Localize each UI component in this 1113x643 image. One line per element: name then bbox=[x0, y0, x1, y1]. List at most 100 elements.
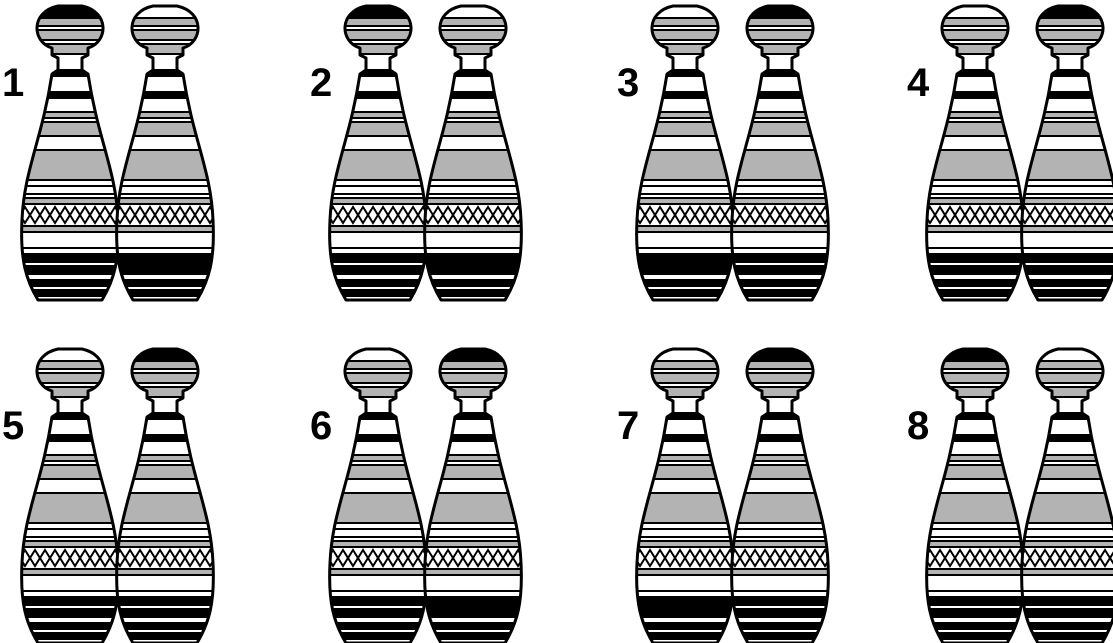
chromosome-pair-7: 7 bbox=[617, 343, 845, 643]
head-band bbox=[720, 44, 840, 54]
lower-band bbox=[318, 256, 438, 262]
lower-band bbox=[413, 591, 533, 597]
head-band bbox=[625, 30, 745, 40]
body-band bbox=[1010, 92, 1113, 98]
pair-number-label: 4 bbox=[907, 61, 930, 105]
body-band bbox=[720, 465, 840, 479]
head-band bbox=[318, 387, 438, 397]
chromosome-pair-3: 3 bbox=[617, 0, 845, 310]
pair-number-label: 5 bbox=[2, 404, 24, 448]
lower-band-thick bbox=[625, 256, 745, 274]
cap-band bbox=[318, 0, 438, 18]
lower-band bbox=[720, 633, 840, 639]
lower-band bbox=[915, 591, 1035, 597]
lower-band bbox=[10, 256, 130, 262]
body-band bbox=[105, 122, 225, 136]
chromosome-bands bbox=[1010, 343, 1113, 643]
lower-band bbox=[10, 591, 130, 597]
lower-band bbox=[720, 591, 840, 597]
body-band bbox=[10, 465, 130, 479]
cap-band bbox=[625, 0, 745, 18]
centromere-band bbox=[915, 413, 1035, 419]
lower-band bbox=[318, 290, 438, 296]
centromere-band bbox=[318, 413, 438, 419]
chromosome bbox=[915, 0, 1040, 310]
body-band bbox=[318, 112, 438, 118]
body-band bbox=[105, 435, 225, 441]
centromere-band bbox=[720, 70, 840, 76]
head-band bbox=[1010, 18, 1113, 26]
lower-band bbox=[318, 591, 438, 597]
lower-band bbox=[915, 599, 1035, 605]
head-band bbox=[625, 373, 745, 383]
lower-band bbox=[105, 591, 225, 597]
body-band bbox=[1010, 150, 1113, 180]
lower-band bbox=[10, 290, 130, 296]
centromere-band bbox=[1010, 413, 1113, 419]
head-band bbox=[915, 373, 1035, 383]
head-band bbox=[720, 361, 840, 369]
lower-band bbox=[720, 290, 840, 296]
chromosome bbox=[105, 343, 230, 643]
lower-band bbox=[625, 591, 745, 597]
chromosome-pair-5: 5 bbox=[2, 343, 230, 643]
pair-number-label: 8 bbox=[907, 404, 929, 448]
lower-band bbox=[625, 248, 745, 254]
head-band bbox=[413, 44, 533, 54]
head-band bbox=[105, 30, 225, 40]
chromosome-pair-2: 2 bbox=[310, 0, 538, 310]
pair-number-label: 1 bbox=[2, 61, 24, 105]
lower-band bbox=[625, 290, 745, 296]
lower-band bbox=[1010, 633, 1113, 639]
head-band bbox=[1010, 373, 1113, 383]
centromere-band bbox=[915, 70, 1035, 76]
lower-band bbox=[720, 266, 840, 274]
head-band bbox=[915, 361, 1035, 369]
body-band bbox=[915, 112, 1035, 118]
body-band bbox=[10, 455, 130, 461]
head-band bbox=[625, 18, 745, 26]
body-band bbox=[915, 186, 1035, 194]
lower-band bbox=[915, 266, 1035, 274]
body-band bbox=[413, 186, 533, 194]
centromere-band bbox=[10, 413, 130, 419]
head-band bbox=[720, 387, 840, 397]
lower-band bbox=[915, 256, 1035, 262]
cap-band bbox=[105, 343, 225, 361]
head-band bbox=[720, 30, 840, 40]
lower-band-thick bbox=[413, 599, 533, 617]
chromosome-pair-6: 6 bbox=[310, 343, 538, 643]
head-band bbox=[413, 18, 533, 26]
body-band bbox=[318, 186, 438, 194]
cap-band bbox=[105, 0, 225, 18]
lower-band bbox=[915, 290, 1035, 296]
body-band bbox=[915, 122, 1035, 136]
body-band bbox=[720, 92, 840, 98]
lower-band bbox=[318, 266, 438, 274]
body-band bbox=[915, 465, 1035, 479]
lower-band bbox=[1010, 623, 1113, 629]
centromere-band bbox=[625, 70, 745, 76]
pair-number-label: 6 bbox=[310, 404, 332, 448]
lower-band bbox=[1010, 256, 1113, 262]
body-band bbox=[915, 455, 1035, 461]
chromosome bbox=[1010, 343, 1113, 643]
lower-band bbox=[318, 633, 438, 639]
lower-band bbox=[720, 599, 840, 605]
chromosome-pair-8: 8 bbox=[907, 343, 1113, 643]
lower-band bbox=[413, 248, 533, 254]
lower-band bbox=[105, 599, 225, 605]
body-band bbox=[10, 529, 130, 537]
lower-band-thick bbox=[413, 256, 533, 274]
cap-band bbox=[720, 343, 840, 361]
centromere-band bbox=[105, 70, 225, 76]
body-band bbox=[625, 186, 745, 194]
body-band bbox=[720, 122, 840, 136]
lower-band bbox=[318, 599, 438, 605]
lower-band bbox=[105, 290, 225, 296]
head-band bbox=[1010, 44, 1113, 54]
body-band bbox=[105, 465, 225, 479]
head-band bbox=[10, 18, 130, 26]
head-band bbox=[915, 44, 1035, 54]
